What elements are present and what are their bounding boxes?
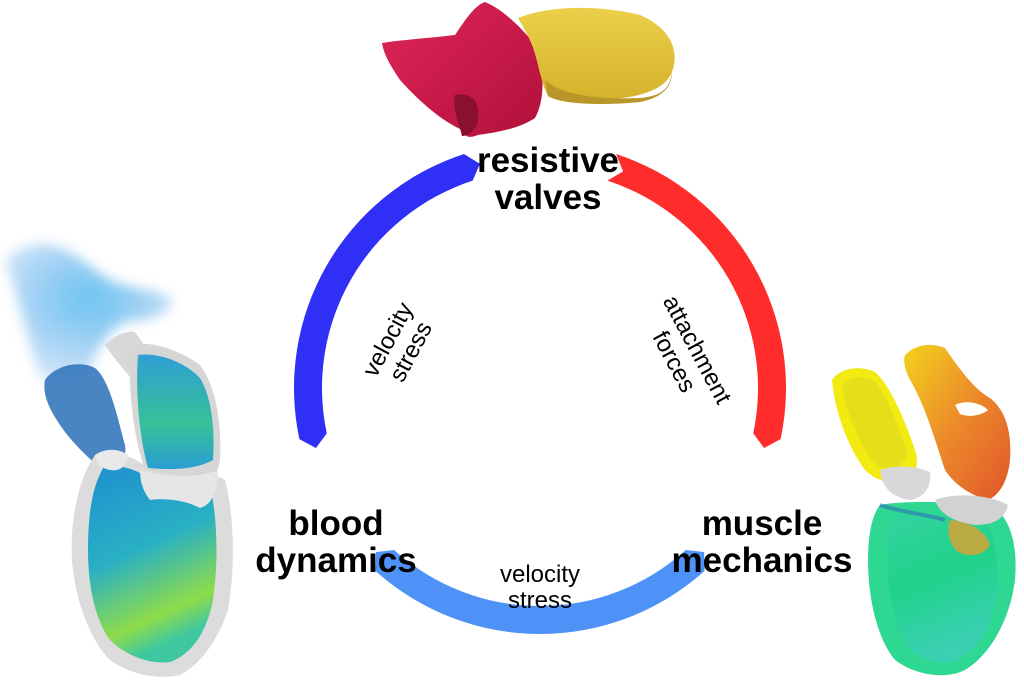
node-muscle-line1: muscle	[701, 504, 823, 543]
edge-label-blood-muscle: velocity stress	[480, 562, 600, 614]
node-blood-line2: dynamics	[255, 541, 417, 580]
blood-left-ventricle	[88, 465, 217, 663]
arc-blood-to-valves	[294, 154, 480, 449]
edge-blood-muscle-line1: velocity	[499, 561, 581, 588]
valve-leaflet-red-inner	[454, 94, 479, 136]
muscle-image	[832, 344, 1016, 676]
muscle-rim	[879, 503, 946, 522]
muscle-aorta	[904, 344, 1011, 500]
blood-mitral-valve	[140, 470, 218, 508]
arc-blood-muscle	[375, 550, 705, 634]
node-valves-line2: valves	[494, 178, 602, 217]
node-label-muscle-mechanics: muscle mechanics	[660, 505, 864, 579]
valve-leaflet-red	[382, 2, 543, 137]
node-blood-line1: blood	[288, 504, 384, 543]
arc-valves-to-muscle	[607, 154, 786, 449]
valve-leaflet-yellow	[518, 7, 675, 101]
node-label-blood-dynamics: blood dynamics	[236, 505, 436, 579]
blood-left-atrium	[137, 354, 214, 470]
node-valves-line1: resistive	[476, 141, 620, 180]
valve-yellow-rim	[545, 72, 672, 104]
edge-blood-muscle-line2: stress	[507, 587, 572, 614]
node-label-resistive-valves: resistive valves	[448, 142, 648, 216]
muscle-valve-gray-1	[880, 466, 931, 500]
blood-valve-left	[95, 449, 128, 471]
muscle-aorta-opening	[955, 402, 988, 416]
blood-outflow-plume	[5, 244, 172, 382]
muscle-hot-patch	[948, 520, 990, 556]
valves-image	[382, 2, 675, 137]
blood-image	[5, 244, 233, 677]
blood-vessel-left	[44, 364, 126, 469]
cycle-arcs	[294, 154, 786, 634]
node-muscle-line2: mechanics	[671, 541, 853, 580]
muscle-left-atrium-inner	[842, 377, 908, 469]
muscle-valve-gray-2	[935, 495, 1008, 525]
